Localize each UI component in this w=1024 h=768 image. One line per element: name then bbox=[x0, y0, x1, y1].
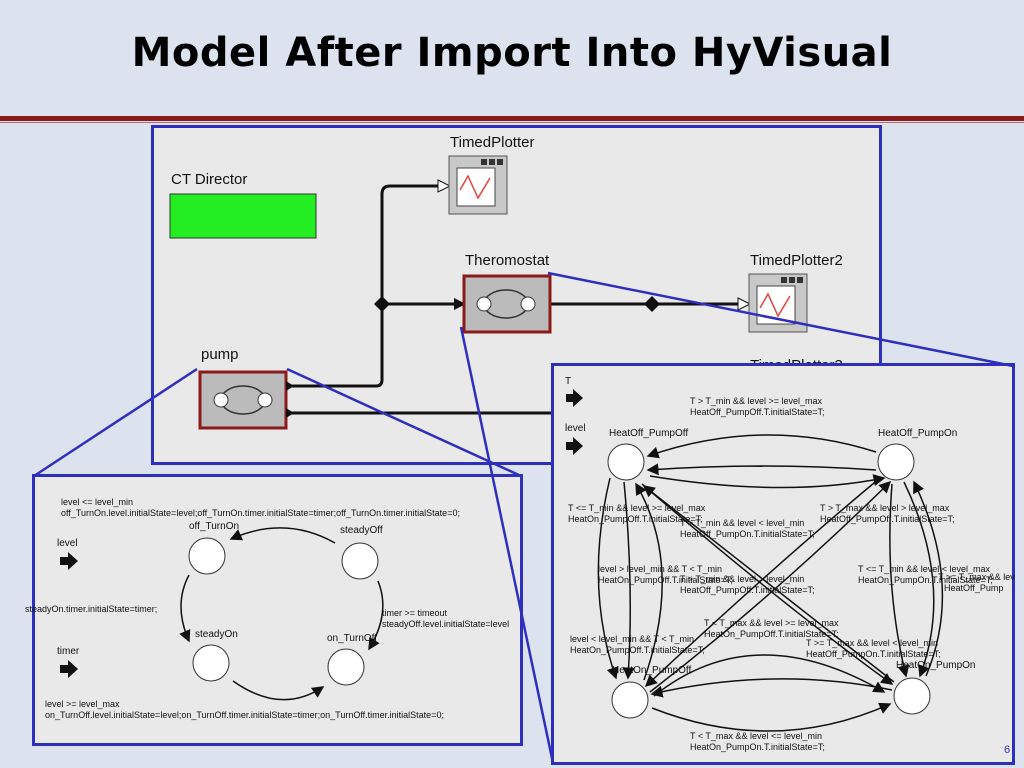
state-off-turnon-label: off_TurnOn bbox=[189, 521, 240, 532]
pump-actor[interactable] bbox=[198, 370, 294, 430]
timer-port-label: timer bbox=[57, 646, 80, 657]
level-port-icon[interactable] bbox=[566, 437, 583, 455]
pump-left-action: steadyOn.timer.initialState=timer; bbox=[25, 604, 158, 614]
t8-action: HeatOff_Pump bbox=[944, 583, 1004, 593]
pump-fsm-panel: level <= level_min off_TurnOn.level.init… bbox=[25, 474, 523, 746]
level-port-icon[interactable] bbox=[60, 552, 78, 570]
t1-guard: T > T_min && level >= level_max bbox=[690, 396, 822, 406]
level-port-label: level bbox=[57, 538, 78, 549]
t4-guard: T > T_max && level > level_max bbox=[820, 503, 950, 513]
t6-action: HeatOff_PumpOff.T.initialState=T; bbox=[680, 585, 815, 595]
state-on-turnoff-label: on_TurnOff bbox=[327, 633, 378, 644]
thermostat-fsm-transitions bbox=[566, 389, 944, 732]
pump-bottom-action: on_TurnOff.level.initialState=level;on_T… bbox=[45, 710, 444, 720]
state-heaton-pumpoff[interactable] bbox=[611, 681, 649, 719]
thermostat-label: Theromostat bbox=[465, 252, 550, 269]
t11-guard: T >= T_max && level < level_min bbox=[806, 638, 938, 648]
pump-right-guard: timer >= timeout bbox=[382, 608, 448, 618]
t-port-icon[interactable] bbox=[566, 389, 583, 407]
state-off-turnon[interactable] bbox=[188, 537, 226, 575]
timed-plotter-icon[interactable] bbox=[448, 155, 508, 215]
t2-action: HeatOn_PumpOff.T.initialState=T; bbox=[568, 514, 703, 524]
pump-bottom-guard: level >= level_max bbox=[45, 699, 120, 709]
t5-guard: level > level_min && T < T_min bbox=[598, 564, 723, 574]
state-steadyoff[interactable] bbox=[341, 542, 379, 580]
state-steadyon-label: steadyOn bbox=[195, 629, 238, 640]
thermostat-actor[interactable] bbox=[462, 274, 552, 334]
t12-action: HeatOn_PumpOn.T.initialState=T; bbox=[690, 742, 825, 752]
ct-director-label: CT Director bbox=[171, 171, 248, 188]
thermostat-fsm-panel: T level HeatOff_PumpOff HeatOff_PumpOn H… bbox=[551, 363, 1015, 765]
state-heatoff-pumpon-label: HeatOff_PumpOn bbox=[878, 428, 958, 439]
pump-label: pump bbox=[201, 346, 239, 363]
pump-top-guard: level <= level_min bbox=[61, 497, 134, 507]
level-port-label: level bbox=[565, 423, 586, 434]
t12-guard: T < T_max && level <= level_min bbox=[690, 731, 822, 741]
t5-action: HeatOn_PumpOff.T.initialState=T; bbox=[598, 575, 733, 585]
state-heaton-pumpon-label: HeatOn_PumpOn bbox=[896, 660, 976, 671]
pump-fsm-transitions bbox=[60, 527, 384, 701]
state-heaton-pumpoff-label: HeatOn_PumpOff bbox=[612, 665, 692, 676]
pump-top-action: off_TurnOn.level.initialState=level;off_… bbox=[61, 508, 460, 518]
timed-plotter-label: TimedPlotter bbox=[450, 134, 535, 151]
t7-action: HeatOn_PumpOn.T.initialState=T; bbox=[858, 575, 993, 585]
t-port-label: T bbox=[565, 376, 572, 387]
state-heaton-pumpon[interactable] bbox=[893, 677, 931, 715]
pump-right-action: steadyOff.level.initialState=level bbox=[382, 619, 510, 629]
t7-guard: T <= T_min && level < level_max bbox=[858, 564, 990, 574]
state-heatoff-pumpon[interactable] bbox=[877, 443, 915, 481]
state-heatoff-pumpoff[interactable] bbox=[607, 443, 645, 481]
t11-action: HeatOff_PumpOn.T.initialState=T; bbox=[806, 649, 941, 659]
page-number: 6 bbox=[1004, 744, 1011, 756]
state-steadyoff-label: steadyOff bbox=[340, 525, 383, 536]
t4-action: HeatOff_PumpOff.T.initialState=T; bbox=[820, 514, 955, 524]
t8-guard: T >= T_max && lev bbox=[938, 572, 1015, 582]
slide-title: Model After Import Into HyVisual bbox=[131, 30, 893, 76]
state-steadyon[interactable] bbox=[192, 644, 230, 682]
t10-guard: level < level_min && T < T_min bbox=[570, 634, 695, 644]
t3-guard: T > T_min && level < level_min bbox=[680, 518, 805, 528]
t9-guard: T < T_max && level >= level_max bbox=[704, 618, 839, 628]
t1-action: HeatOff_PumpOff.T.initialState=T; bbox=[690, 407, 825, 417]
ct-director-block[interactable] bbox=[169, 193, 317, 239]
title-divider-thin bbox=[0, 122, 1024, 123]
t3-action: HeatOff_PumpOn.T.initialState=T; bbox=[680, 529, 815, 539]
title-divider bbox=[0, 116, 1024, 121]
t10-action: HeatOn_PumpOff.T.initialState=T; bbox=[570, 645, 705, 655]
t2-guard: T <= T_min && level >= level_max bbox=[568, 503, 706, 513]
t6-guard: T > T_min && level > level_min bbox=[680, 574, 805, 584]
state-on-turnoff[interactable] bbox=[327, 648, 365, 686]
timer-port-icon[interactable] bbox=[60, 660, 78, 678]
t9-action: HeatOn_PumpOff.T.initialState=T; bbox=[704, 629, 839, 639]
state-heatoff-pumpoff-label: HeatOff_PumpOff bbox=[609, 428, 689, 439]
timed-plotter2-label: TimedPlotter2 bbox=[750, 252, 843, 269]
timed-plotter2-icon[interactable] bbox=[748, 273, 808, 333]
